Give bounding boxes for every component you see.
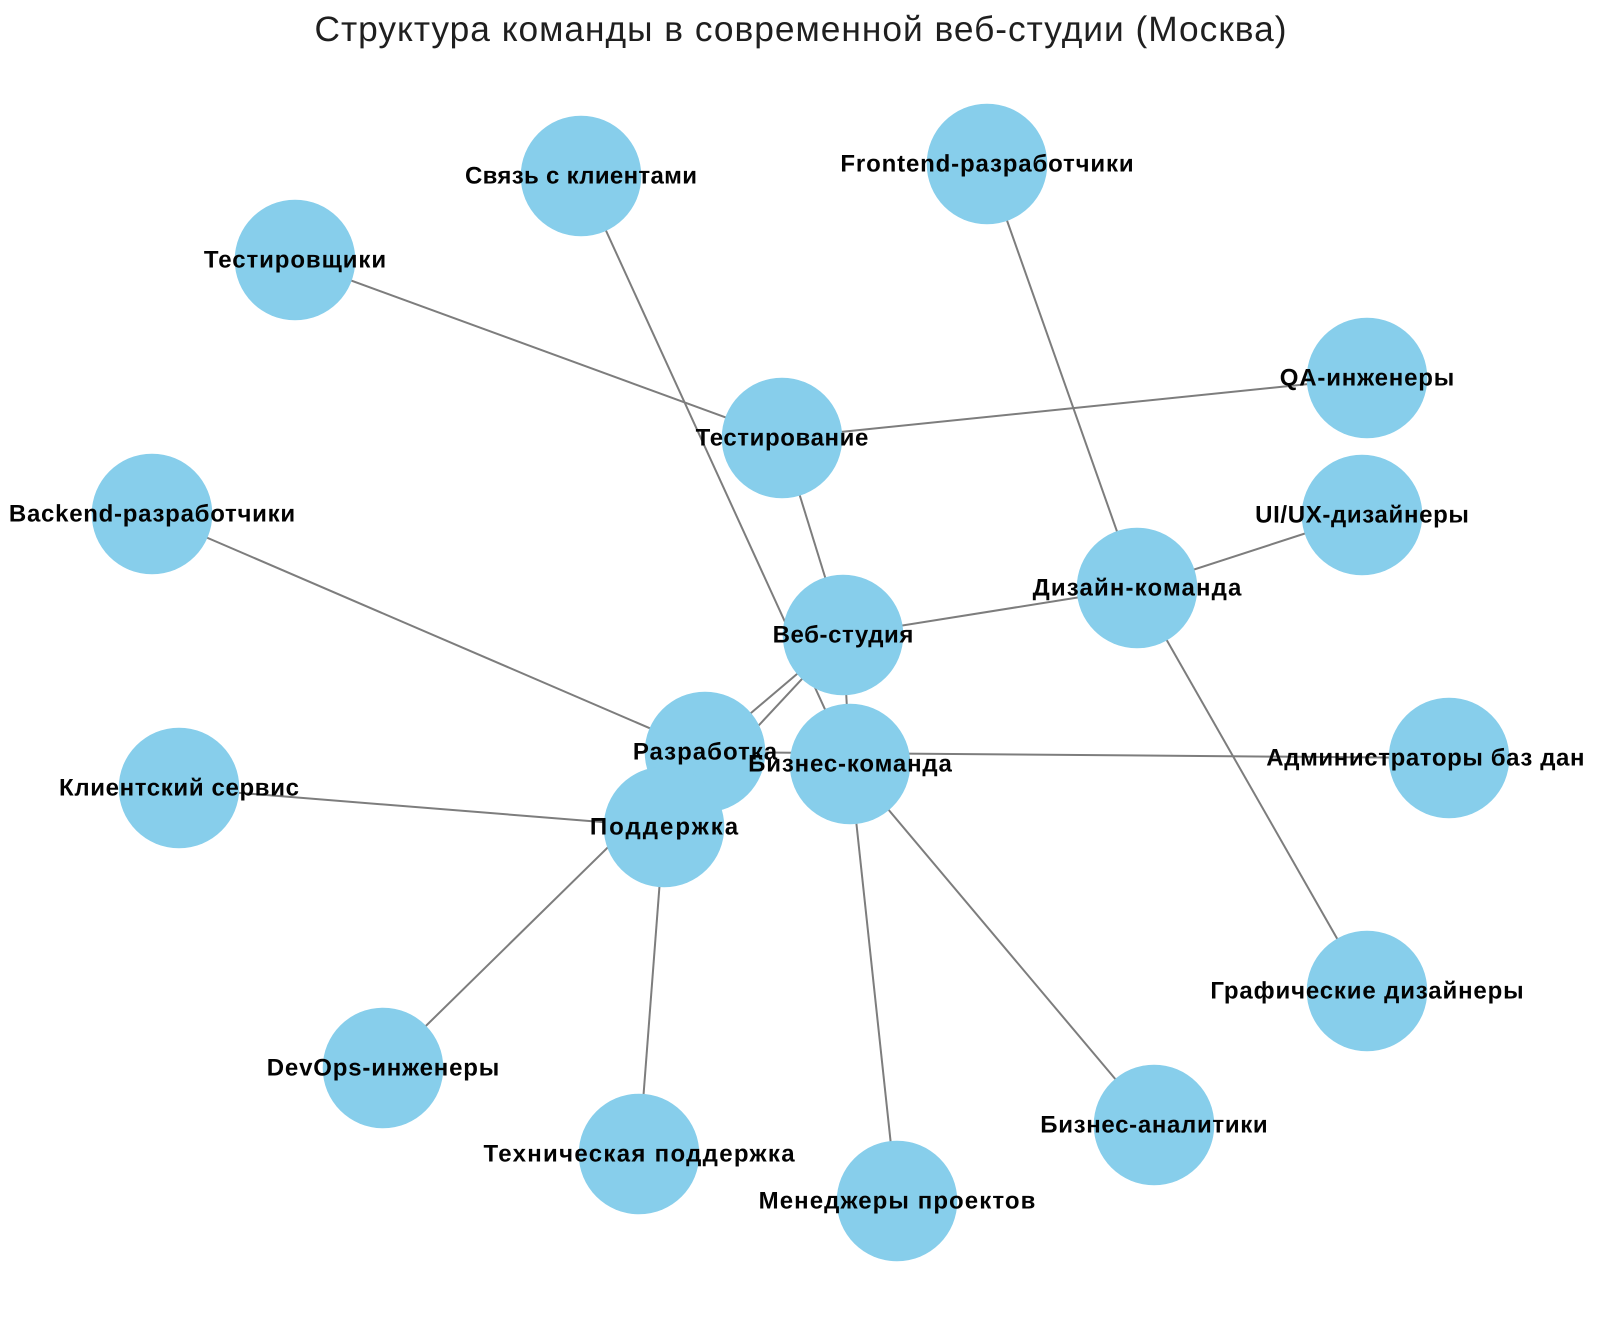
svg-text:Бизнес-аналитики: Бизнес-аналитики [1040, 1111, 1267, 1138]
svg-text:Backend-разработчики: Backend-разработчики [9, 500, 295, 527]
svg-text:Поддержка: Поддержка [590, 813, 739, 840]
svg-text:Тестировщики: Тестировщики [204, 246, 386, 273]
svg-text:Графические дизайнеры: Графические дизайнеры [1210, 977, 1523, 1004]
svg-text:DevOps-инженеры: DevOps-инженеры [267, 1054, 500, 1081]
svg-text:Веб-студия: Веб-студия [773, 621, 914, 648]
svg-text:Связь с клиентами: Связь с клиентами [465, 162, 697, 189]
svg-text:Frontend-разработчики: Frontend-разработчики [840, 150, 1133, 177]
svg-text:Клиентский сервис: Клиентский сервис [59, 774, 299, 801]
svg-text:Дизайн-команда: Дизайн-команда [1033, 574, 1242, 601]
svg-text:Техническая поддержка: Техническая поддержка [483, 1140, 795, 1167]
svg-text:Разработка: Разработка [633, 738, 778, 765]
svg-text:Структура команды в современно: Структура команды в современной веб-студ… [315, 10, 1287, 49]
svg-text:QA-инженеры: QA-инженеры [1280, 364, 1454, 391]
svg-text:Администраторы баз дан: Администраторы баз дан [1266, 744, 1584, 771]
svg-text:Бизнес-команда: Бизнес-команда [748, 750, 952, 777]
svg-text:Менеджеры проектов: Менеджеры проектов [759, 1187, 1036, 1214]
svg-text:Тестирование: Тестирование [696, 424, 869, 451]
svg-text:UI/UX-дизайнеры: UI/UX-дизайнеры [1255, 501, 1469, 528]
